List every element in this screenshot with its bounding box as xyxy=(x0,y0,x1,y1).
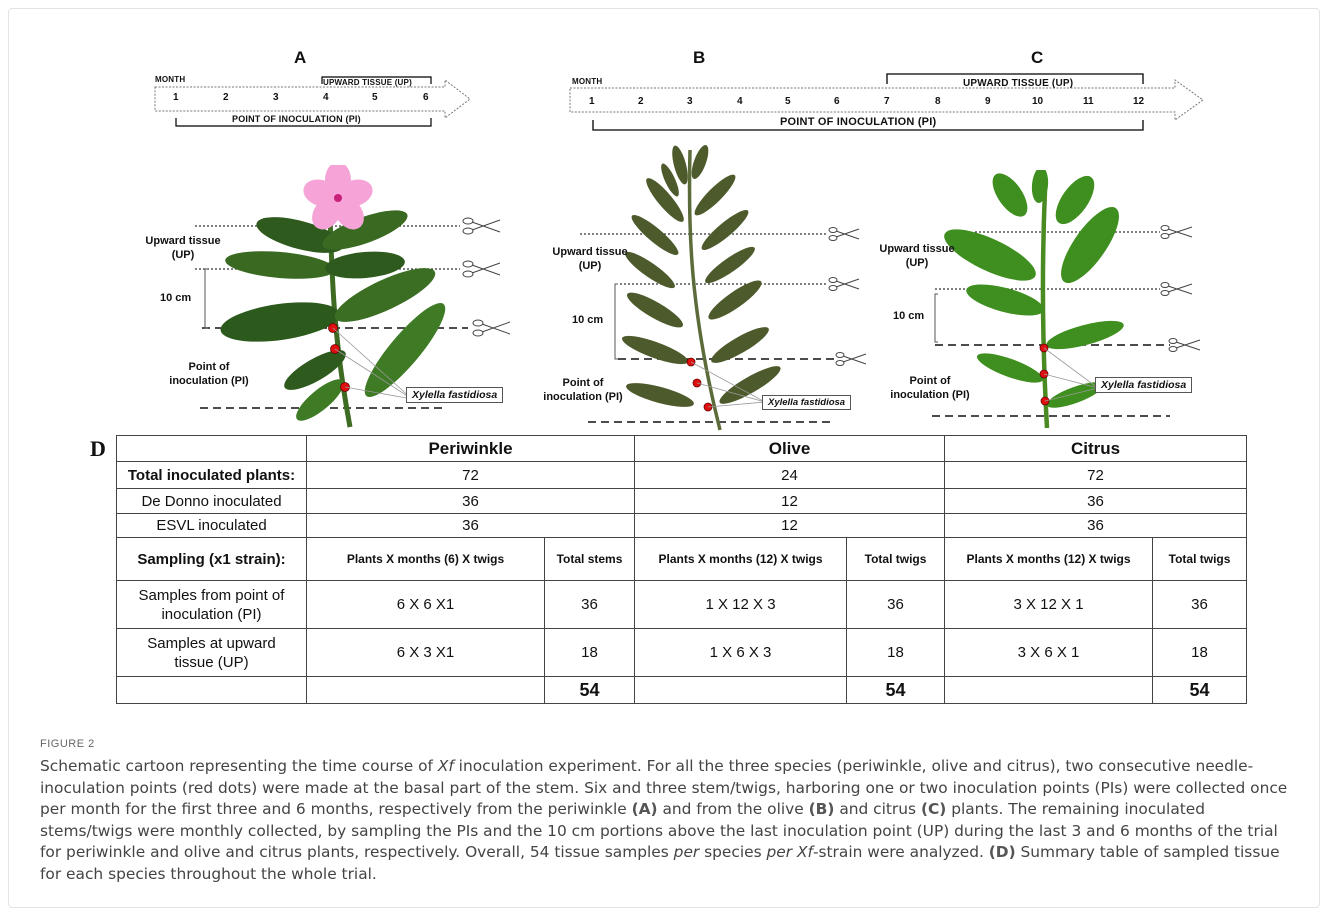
empty-cell xyxy=(635,677,847,704)
panel-c-upward-label: Upward tissue(UP) xyxy=(872,242,962,270)
cell-esvl-citrus: 36 xyxy=(945,514,1247,538)
table-corner-cell xyxy=(117,436,307,462)
panel-c-10cm-label: 10 cm xyxy=(893,310,924,322)
panel-bc-month-9: 9 xyxy=(985,96,991,107)
row-label-total: Total inoculated plants: xyxy=(117,462,307,489)
panel-a-xylella-label: Xylella fastidiosa xyxy=(406,387,503,403)
cell-up-periwinkle-total: 18 xyxy=(545,629,635,677)
cell-pi-olive-formula: 1 X 12 X 3 xyxy=(635,581,847,629)
panel-b-10cm-label: 10 cm xyxy=(572,314,603,326)
panel-bc-month-6: 6 xyxy=(834,96,840,107)
panel-a-10cm-label: 10 cm xyxy=(160,292,191,304)
panel-bc-month-7: 7 xyxy=(884,96,890,107)
summary-table: Periwinkle Olive Citrus Total inoculated… xyxy=(116,435,1247,704)
cell-dedonno-citrus: 36 xyxy=(945,489,1247,514)
header-periwinkle: Periwinkle xyxy=(307,436,635,462)
panel-d-letter: D xyxy=(90,436,106,462)
panel-bc-month-3: 3 xyxy=(687,96,693,107)
row-label-esvl: ESVL inoculated xyxy=(117,514,307,538)
cell-total-olive: 24 xyxy=(635,462,945,489)
cell-up-citrus-total: 18 xyxy=(1153,629,1247,677)
panel-bc-month-8: 8 xyxy=(935,96,941,107)
panel-a-month-5: 5 xyxy=(372,92,378,103)
cell-pi-periwinkle-total: 36 xyxy=(545,581,635,629)
panel-b-letter: B xyxy=(693,48,705,68)
panel-b-upward-label: Upward tissue(UP) xyxy=(545,245,635,273)
panel-bc-month-2: 2 xyxy=(638,96,644,107)
panel-a-up-label: UPWARD TISSUE (UP) xyxy=(323,78,412,87)
cell-esvl-periwinkle: 36 xyxy=(307,514,635,538)
sub-header-periwinkle-formula: Plants X months (6) X twigs xyxy=(307,538,545,581)
cell-total-citrus: 72 xyxy=(945,462,1247,489)
empty-cell xyxy=(945,677,1153,704)
table-total-row: 54 54 54 xyxy=(117,677,1247,704)
panel-bc-month-10: 10 xyxy=(1032,96,1043,107)
empty-cell xyxy=(117,677,307,704)
cell-up-periwinkle-formula: 6 X 3 X1 xyxy=(307,629,545,677)
cell-up-olive-formula: 1 X 6 X 3 xyxy=(635,629,847,677)
cell-pi-olive-total: 36 xyxy=(847,581,945,629)
table-row: Total inoculated plants: 72 24 72 xyxy=(117,462,1247,489)
cell-grand-total-citrus: 54 xyxy=(1153,677,1247,704)
empty-cell xyxy=(307,677,545,704)
row-label-sampling: Sampling (x1 strain): xyxy=(117,538,307,581)
panel-bc-pi-label: POINT OF INOCULATION (PI) xyxy=(780,116,936,128)
cell-grand-total-olive: 54 xyxy=(847,677,945,704)
panel-bc-up-label: UPWARD TISSUE (UP) xyxy=(963,78,1073,89)
panel-bc-month-11: 11 xyxy=(1083,96,1094,107)
panel-a-month-6: 6 xyxy=(423,92,429,103)
cell-dedonno-periwinkle: 36 xyxy=(307,489,635,514)
panel-bc-month-1: 1 xyxy=(589,96,595,107)
panel-a-upward-label: Upward tissue(UP) xyxy=(138,234,228,262)
panel-a-month-2: 2 xyxy=(223,92,229,103)
cell-up-citrus-formula: 3 X 6 X 1 xyxy=(945,629,1153,677)
panel-c-xylella-label: Xylella fastidiosa xyxy=(1095,377,1192,393)
cell-grand-total-periwinkle: 54 xyxy=(545,677,635,704)
cell-total-periwinkle: 72 xyxy=(307,462,635,489)
table-row: ESVL inoculated 36 12 36 xyxy=(117,514,1247,538)
row-label-dedonno: De Donno inoculated xyxy=(117,489,307,514)
cell-pi-citrus-formula: 3 X 12 X 1 xyxy=(945,581,1153,629)
caption-text: Schematic cartoon representing the time … xyxy=(40,756,1295,885)
header-olive: Olive xyxy=(635,436,945,462)
panel-a-poi-label: Point ofinoculation (PI) xyxy=(160,360,258,388)
sub-header-citrus-formula: Plants X months (12) X twigs xyxy=(945,538,1153,581)
sub-header-olive-total: Total twigs xyxy=(847,538,945,581)
panel-bc-month-12: 12 xyxy=(1133,96,1144,107)
sub-header-periwinkle-total: Total stems xyxy=(545,538,635,581)
cell-up-olive-total: 18 xyxy=(847,629,945,677)
table-row: De Donno inoculated 36 12 36 xyxy=(117,489,1247,514)
cell-esvl-olive: 12 xyxy=(635,514,945,538)
panel-b-xylella-label: Xylella fastidiosa xyxy=(762,395,851,410)
header-citrus: Citrus xyxy=(945,436,1247,462)
table-header-row: Periwinkle Olive Citrus xyxy=(117,436,1247,462)
figure-caption: FIGURE 2 Schematic cartoon representing … xyxy=(40,738,1295,885)
panel-bc-month-4: 4 xyxy=(737,96,743,107)
panel-bc-month-5: 5 xyxy=(785,96,791,107)
panel-a-month-4: 4 xyxy=(323,92,329,103)
cell-dedonno-olive: 12 xyxy=(635,489,945,514)
cell-pi-citrus-total: 36 xyxy=(1153,581,1247,629)
panel-a-pi-label: POINT OF INOCULATION (PI) xyxy=(232,114,361,124)
caption-label: FIGURE 2 xyxy=(40,738,1295,750)
panel-a-month-3: 3 xyxy=(273,92,279,103)
panel-a-month-1: 1 xyxy=(173,92,179,103)
cell-pi-periwinkle-formula: 6 X 6 X1 xyxy=(307,581,545,629)
panel-c-letter: C xyxy=(1031,48,1043,68)
sub-header-citrus-total: Total twigs xyxy=(1153,538,1247,581)
table-row: Sampling (x1 strain): Plants X months (6… xyxy=(117,538,1247,581)
panel-a-letter: A xyxy=(294,48,306,68)
sub-header-olive-formula: Plants X months (12) X twigs xyxy=(635,538,847,581)
